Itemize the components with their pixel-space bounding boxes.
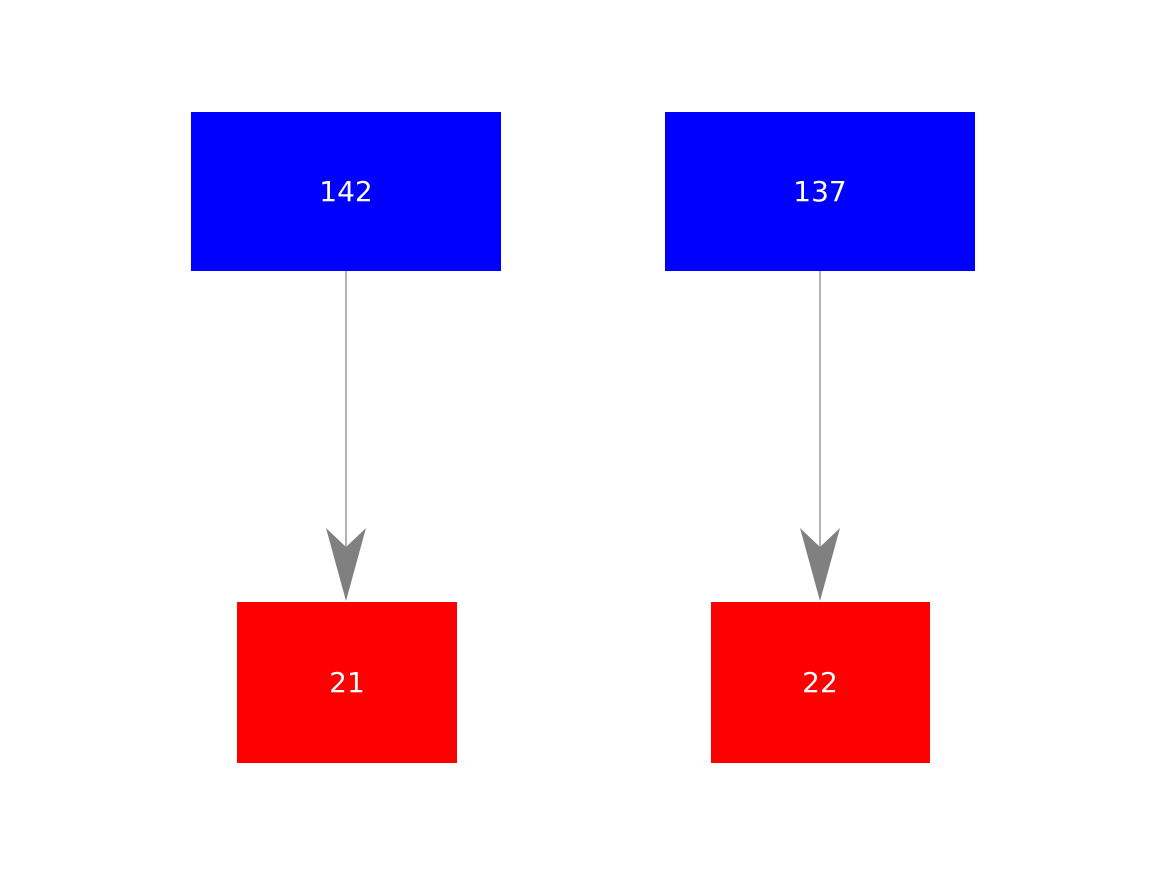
node-label: 22 xyxy=(802,666,838,699)
target-node-box xyxy=(711,602,930,763)
node-label: 142 xyxy=(319,175,372,208)
edge-142-to-21 xyxy=(326,271,366,601)
arrowhead-down-icon xyxy=(800,528,840,601)
node-label: 21 xyxy=(329,666,365,699)
node-source-2: 137 xyxy=(665,112,975,271)
edge-137-to-22 xyxy=(800,271,840,601)
node-source-1: 142 xyxy=(191,112,501,271)
node-target-1: 21 xyxy=(237,602,457,763)
node-target-2: 22 xyxy=(711,602,930,763)
source-node-box xyxy=(191,112,501,271)
arrowhead-down-icon xyxy=(326,528,366,601)
target-node-box xyxy=(237,602,457,763)
node-label: 137 xyxy=(793,175,846,208)
source-node-box xyxy=(665,112,975,271)
